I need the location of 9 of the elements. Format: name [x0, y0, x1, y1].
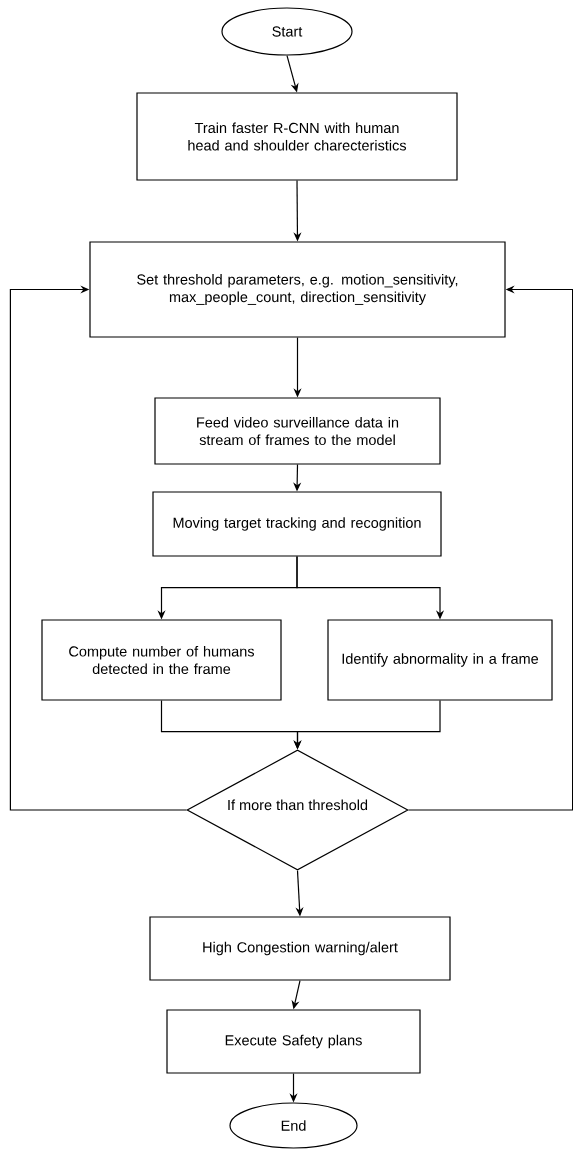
- process-box: High Congestion warning/alert: [149, 916, 451, 981]
- process-box: Compute number of humans detected in the frame: [41, 619, 282, 701]
- process-box: Feed video surveillance data in stream of frames to the model: [154, 397, 441, 465]
- process-box: Set threshold parameters, e.g. motion_sensitivity, max_people_count, direction_sensitivity: [89, 241, 506, 338]
- process-box: Identify abnormality in a frame: [327, 619, 553, 701]
- process-box: Train faster R-CNN with human head and shoulder charecteristics: [136, 92, 458, 181]
- process-box: Moving target tracking and recognition: [152, 491, 442, 557]
- process-box: Execute Safety plans: [166, 1009, 421, 1074]
- arrow: [9, 285, 187, 811]
